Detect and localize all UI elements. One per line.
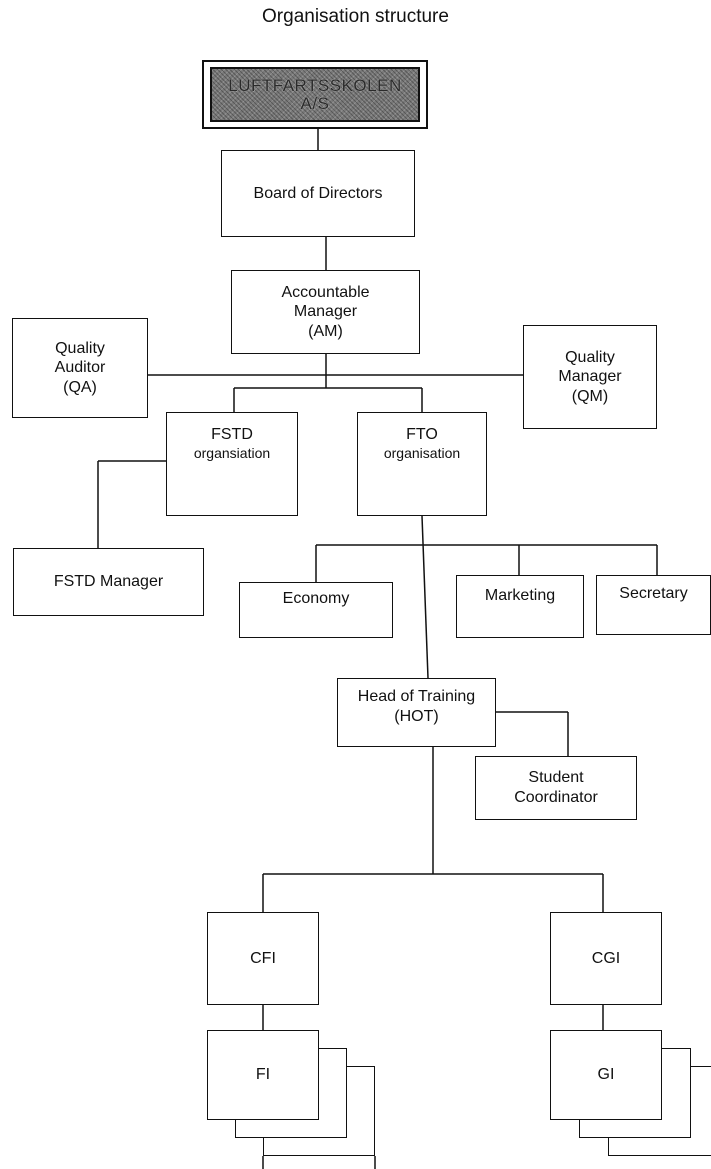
qa-line-3: (QA) — [63, 378, 97, 396]
board-label: Board of Directors — [253, 184, 383, 202]
quality-manager-box: Quality Manager (QM) — [523, 325, 657, 429]
accountable-manager-box: Accountable Manager (AM) — [231, 270, 420, 354]
fstd-organisation-box: FSTD organsiation — [166, 412, 298, 516]
student-line-1: Student — [528, 769, 584, 787]
am-line-3: (AM) — [308, 322, 343, 340]
qm-line-1: Quality — [565, 348, 615, 366]
fstd-org-line-1: FSTD — [211, 426, 253, 443]
qm-line-2: Manager — [558, 368, 622, 386]
economy-box: Economy — [239, 582, 393, 638]
qm-line-3: (QM) — [571, 387, 609, 405]
cfi-label: CFI — [250, 949, 276, 967]
cgi-box: CGI — [550, 912, 662, 1005]
marketing-label: Marketing — [484, 586, 556, 604]
fto-organisation-box: FTO organisation — [357, 412, 487, 516]
board-of-directors-box: Board of Directors — [221, 150, 415, 237]
fstd-manager-box: FSTD Manager — [13, 548, 204, 616]
secretary-box: Secretary — [596, 575, 711, 635]
marketing-box: Marketing — [456, 575, 584, 638]
secretary-label: Secretary — [619, 585, 688, 603]
fstd-manager-label: FSTD Manager — [53, 573, 164, 591]
fto-org-line-2: organisation — [383, 444, 461, 461]
logo-banner: LUFTFARTSSKOLEN A/S — [210, 67, 420, 122]
fstd-org-line-2: organsiation — [193, 444, 271, 461]
logo-line-1: LUFTFARTSSKOLEN — [228, 75, 402, 95]
fto-org-line-1: FTO — [406, 426, 438, 443]
student-coordinator-box: Student Coordinator — [475, 756, 637, 820]
quality-auditor-box: Quality Auditor (QA) — [12, 318, 148, 418]
economy-label: Economy — [282, 590, 350, 608]
gi-label: GI — [597, 1066, 615, 1084]
fi-label: FI — [255, 1066, 271, 1084]
cfi-box: CFI — [207, 912, 319, 1005]
qa-line-1: Quality — [55, 339, 105, 357]
diagram-title: Organisation structure — [262, 6, 449, 27]
logo-line-2: A/S — [300, 93, 330, 113]
hot-line-1: Head of Training — [357, 688, 476, 705]
am-line-2: Manager — [293, 303, 358, 321]
company-logo: LUFTFARTSSKOLEN A/S — [202, 60, 428, 129]
am-line-1: Accountable — [281, 283, 370, 301]
cgi-label: CGI — [591, 949, 621, 967]
gi-box: GI — [550, 1030, 662, 1120]
student-line-2: Coordinator — [514, 789, 598, 806]
fi-box: FI — [207, 1030, 319, 1120]
qa-line-2: Auditor — [54, 359, 106, 377]
hot-line-2: (HOT) — [394, 707, 439, 725]
head-of-training-box: Head of Training (HOT) — [337, 678, 496, 747]
